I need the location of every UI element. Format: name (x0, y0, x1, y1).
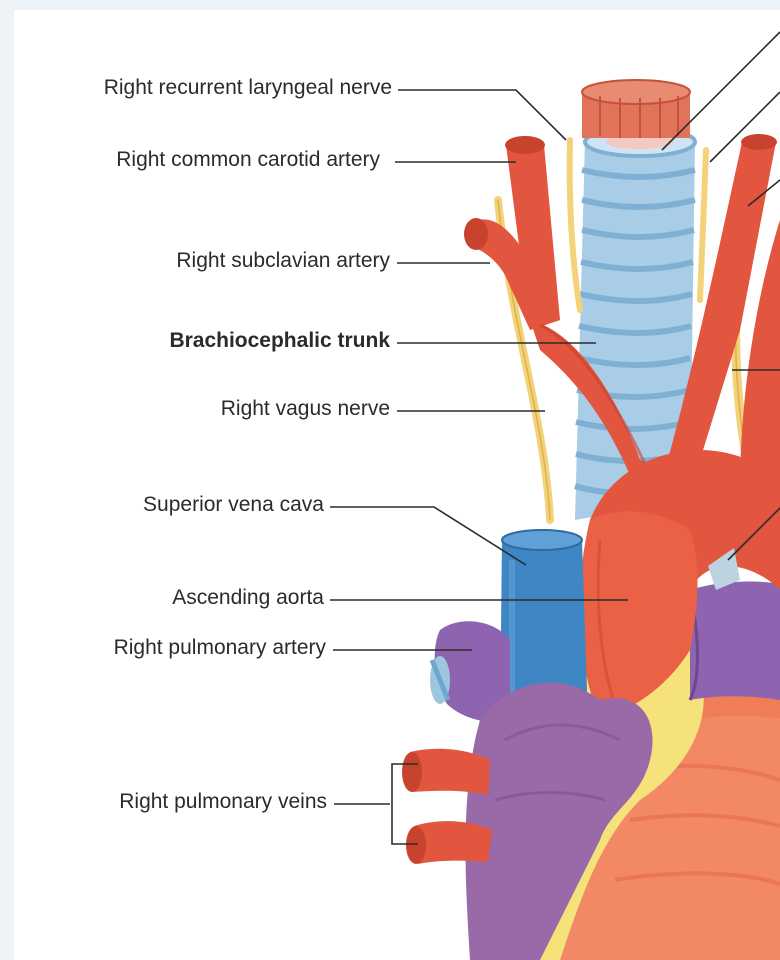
label-right-subclavian-artery: Right subclavian artery (176, 249, 390, 273)
label-right-pulmonary-veins: Right pulmonary veins (119, 790, 327, 814)
label-right-common-carotid-artery: Right common carotid artery (116, 148, 380, 172)
label-superior-vena-cava: Superior vena cava (143, 493, 324, 517)
label-brachiocephalic-trunk: Brachiocephalic trunk (169, 329, 390, 353)
label-right-pulmonary-artery: Right pulmonary artery (114, 636, 326, 660)
label-right-recurrent-laryngeal-nerve: Right recurrent laryngeal nerve (104, 76, 392, 100)
label-ascending-aorta: Ascending aorta (172, 586, 324, 610)
pulmonary-trunk (690, 582, 780, 700)
right-pulmonary-vein-upper (410, 749, 490, 795)
label-right-vagus-nerve: Right vagus nerve (221, 397, 390, 421)
